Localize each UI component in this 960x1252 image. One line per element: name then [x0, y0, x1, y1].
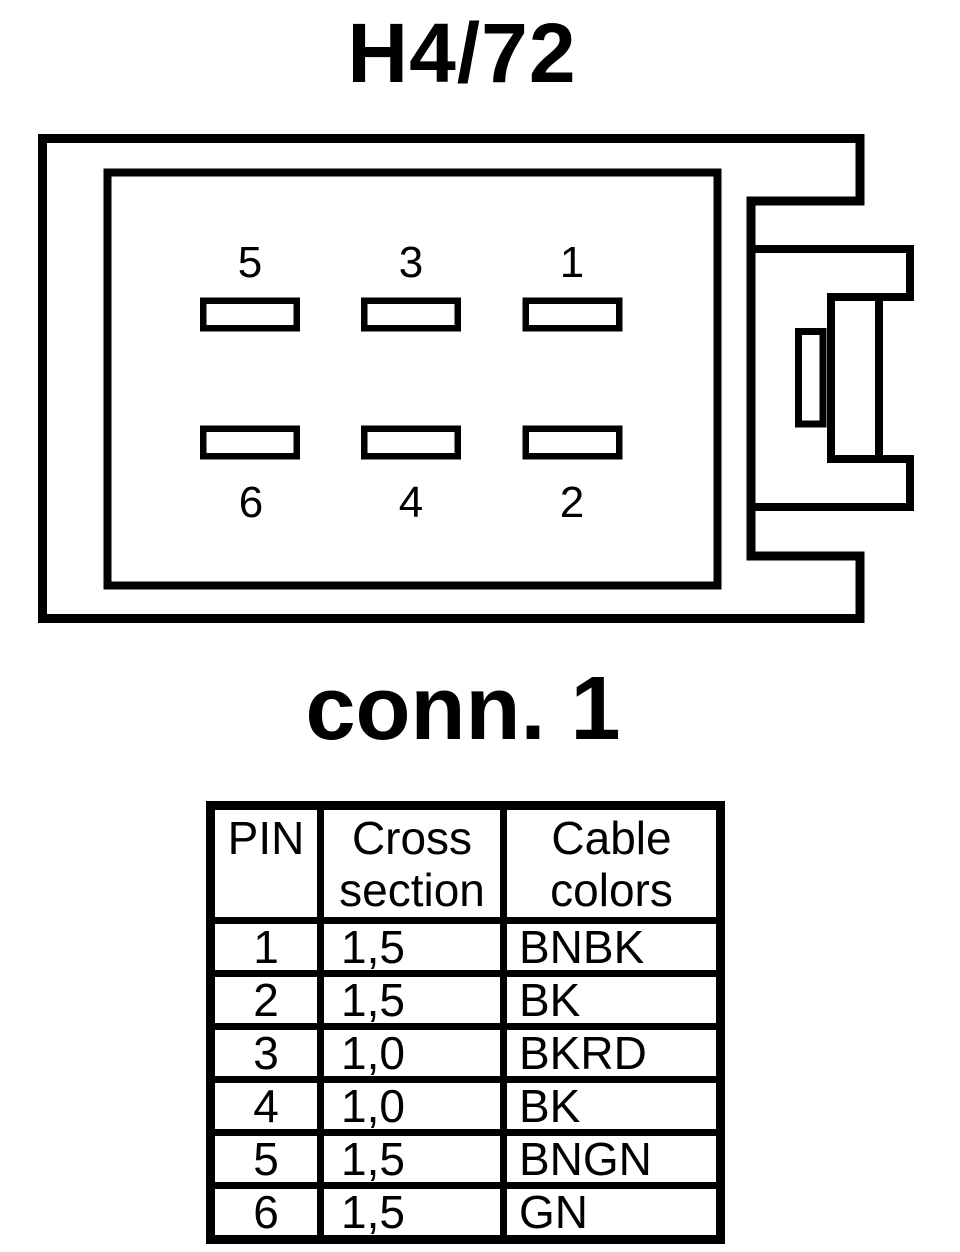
- latch-tab: [827, 293, 883, 463]
- pin-cell: 5: [207, 1129, 324, 1189]
- pin-number-1: 1: [560, 238, 584, 287]
- pin-table-header-cross-section: Cross section: [317, 802, 507, 924]
- pin-slot-2: [522, 425, 623, 460]
- cable-color-cell: BNGN: [500, 1129, 724, 1189]
- pin-slot-6: [200, 425, 300, 460]
- latch-lower-bracket: [751, 455, 914, 511]
- table-row: 4 1,0 BK: [207, 1076, 724, 1136]
- pin-cell: 3: [207, 1023, 324, 1083]
- pin-slot-1: [522, 297, 623, 332]
- pin-number-5: 5: [238, 238, 262, 287]
- pin-slot-3: [361, 297, 461, 332]
- connector-inner-cavity: [103, 168, 722, 590]
- cross-section-cell: 1,5: [317, 970, 507, 1030]
- cable-color-cell: BKRD: [500, 1023, 724, 1083]
- connector-name-label: conn. 1: [305, 659, 621, 759]
- cross-section-cell: 1,5: [317, 917, 507, 977]
- table-row: 3 1,0 BKRD: [207, 1023, 724, 1083]
- pin-number-2: 2: [560, 478, 584, 527]
- table-row: 2 1,5 BK: [207, 970, 724, 1030]
- cross-section-cell: 1,5: [317, 1129, 507, 1189]
- pin-slot-5: [200, 297, 300, 332]
- latch-inner-tab: [795, 328, 827, 428]
- cable-color-cell: GN: [500, 1182, 724, 1243]
- cross-section-cell: 1,0: [317, 1023, 507, 1083]
- pin-table-header-pin: PIN: [207, 802, 324, 924]
- pin-table-header-row: PIN Cross section Cable colors: [207, 802, 724, 924]
- cable-color-cell: BK: [500, 1076, 724, 1136]
- pin-table: PIN Cross section Cable colors 1 1,5 BNB…: [206, 801, 725, 1244]
- pin-table-header-cable-colors: Cable colors: [500, 802, 724, 924]
- connector-drawing: 5 3 1 6 4 2: [38, 134, 914, 623]
- pin-cell: 6: [207, 1182, 324, 1243]
- pin-number-6: 6: [239, 478, 263, 527]
- cross-section-cell: 1,5: [317, 1182, 507, 1243]
- cable-color-cell: BNBK: [500, 917, 724, 977]
- pin-number-4: 4: [399, 478, 423, 527]
- pin-number-3: 3: [399, 238, 423, 287]
- pin-cell: 4: [207, 1076, 324, 1136]
- pin-slot-4: [361, 425, 461, 460]
- table-row: 6 1,5 GN: [207, 1182, 724, 1243]
- latch-upper-bracket: [751, 245, 914, 301]
- connector-outer-body: [38, 134, 865, 623]
- pin-cell: 1: [207, 917, 324, 977]
- cross-section-cell: 1,0: [317, 1076, 507, 1136]
- pin-cell: 2: [207, 970, 324, 1030]
- table-row: 1 1,5 BNBK: [207, 917, 724, 977]
- connector-id-title: H4/72: [347, 6, 577, 100]
- table-row: 5 1,5 BNGN: [207, 1129, 724, 1189]
- cable-color-cell: BK: [500, 970, 724, 1030]
